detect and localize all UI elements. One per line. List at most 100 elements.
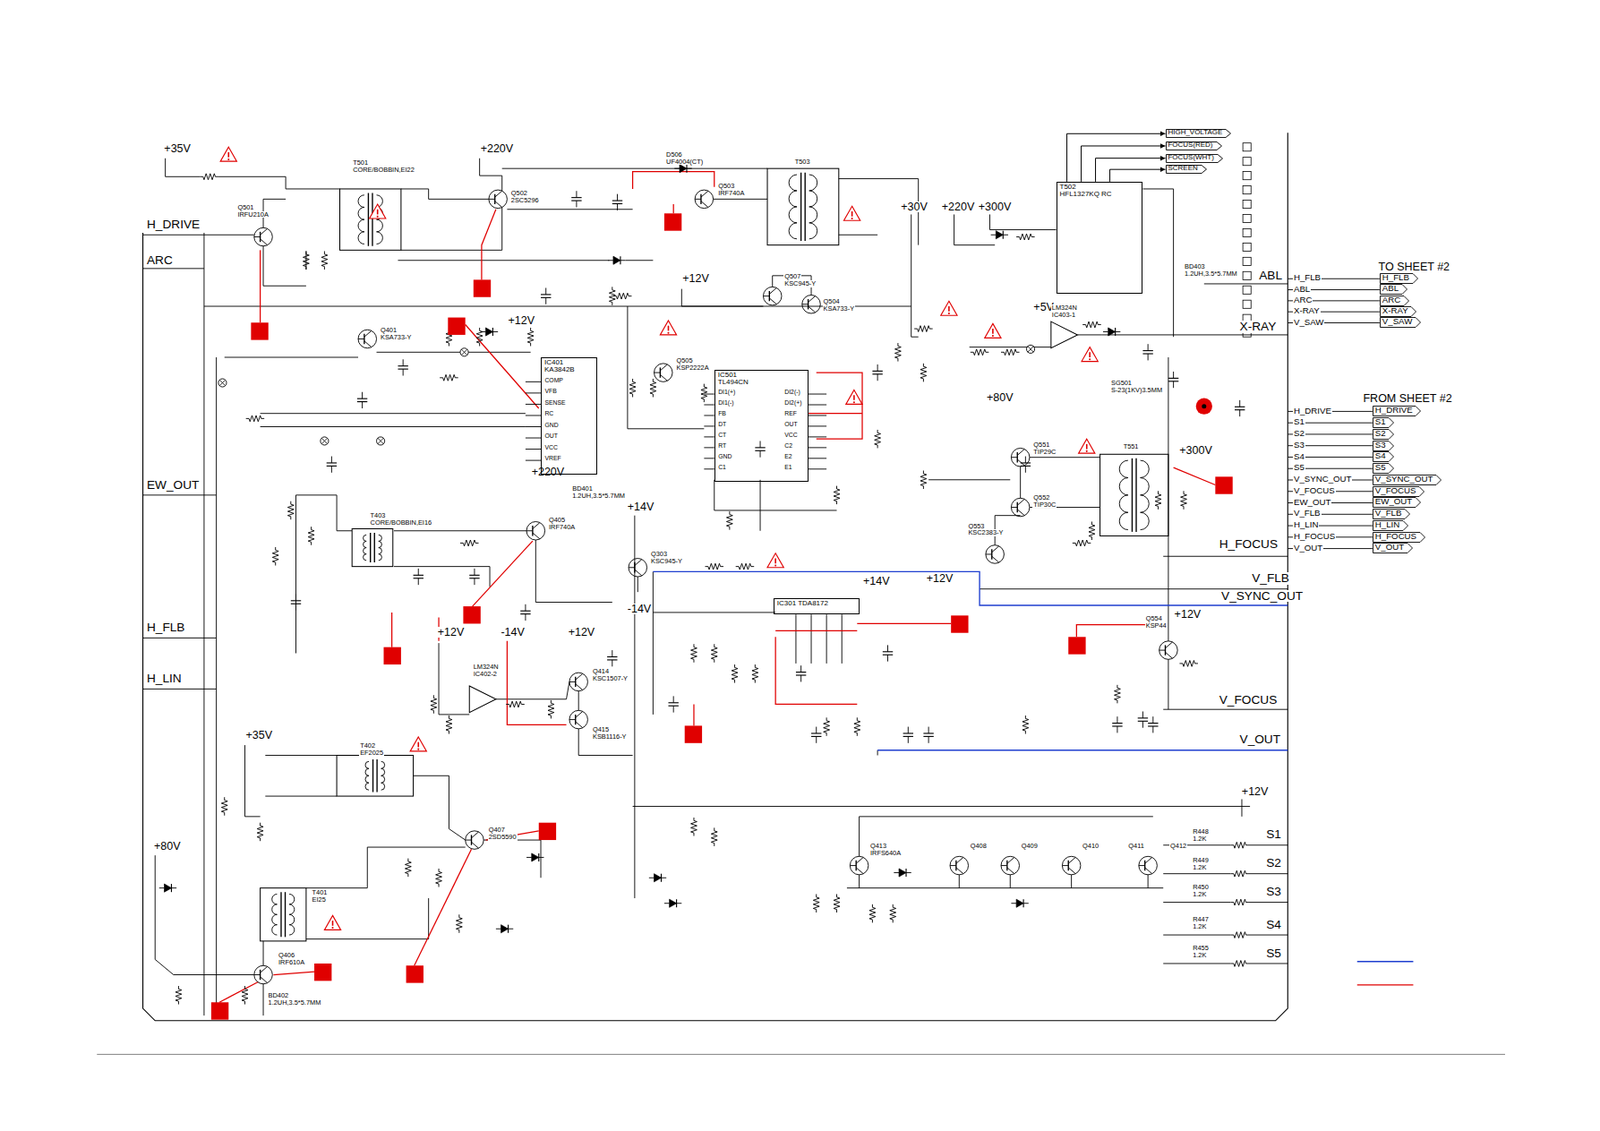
resistor-symbol bbox=[175, 985, 182, 1005]
safety-marker bbox=[950, 615, 968, 633]
port-name: H_FOCUS bbox=[1375, 531, 1418, 541]
lamp-symbol bbox=[320, 436, 329, 445]
part-label: KSP44 bbox=[1145, 622, 1168, 629]
wire bbox=[858, 874, 860, 889]
wire bbox=[1077, 333, 1102, 335]
part-label: Q401 bbox=[379, 326, 398, 334]
port-name: H_FLB bbox=[1382, 273, 1411, 283]
warning-mark bbox=[948, 306, 950, 312]
wire bbox=[1163, 962, 1231, 964]
transistor-symbol bbox=[628, 558, 648, 578]
transformer-coil bbox=[376, 231, 384, 245]
resistor-symbol bbox=[889, 904, 897, 924]
resistor-symbol bbox=[710, 827, 718, 847]
radiation-symbol bbox=[1196, 398, 1213, 415]
part-label: R447 bbox=[1191, 915, 1210, 923]
transformer-core bbox=[374, 532, 376, 563]
voltage-label: +12V bbox=[567, 626, 597, 639]
connector-pin bbox=[1242, 199, 1251, 208]
part-label: 1.2UH,3.5*5.7MM bbox=[1183, 270, 1239, 277]
opamp-symbol bbox=[1051, 321, 1079, 349]
wire bbox=[263, 941, 265, 966]
transistor-symbol bbox=[1001, 855, 1020, 875]
capacitor-lead bbox=[1147, 343, 1149, 351]
lamp-symbol bbox=[460, 348, 469, 357]
resistor-symbol bbox=[705, 563, 725, 570]
part-label: 1.2K bbox=[1191, 864, 1207, 871]
port-name: S3 bbox=[1375, 440, 1387, 450]
resistor-symbol bbox=[1088, 521, 1096, 540]
transistor-lead bbox=[1159, 650, 1166, 651]
voltage-label: +12V bbox=[1240, 786, 1270, 798]
bus-label: V_FOCUS bbox=[1292, 486, 1336, 496]
connector-pin bbox=[1242, 171, 1251, 180]
transistor-symbol bbox=[1010, 447, 1030, 467]
transformer-coil bbox=[358, 206, 365, 220]
warning-mark bbox=[376, 209, 379, 215]
safety-marker bbox=[314, 963, 332, 981]
pin-label: GND bbox=[717, 453, 733, 461]
diode-symbol bbox=[613, 256, 621, 265]
resistor-symbol bbox=[256, 822, 264, 842]
transistor-lead bbox=[1017, 498, 1025, 505]
capacitor-lead bbox=[295, 603, 297, 610]
voltage-label: -14V bbox=[499, 626, 525, 639]
wire bbox=[1240, 798, 1242, 816]
bus-label: H_DRIVE bbox=[1292, 406, 1333, 416]
transformer-core bbox=[376, 759, 377, 792]
transistor-lead bbox=[495, 190, 503, 197]
part-label: EF2025 bbox=[359, 749, 385, 756]
port-name: X-RAY bbox=[1382, 306, 1409, 316]
transformer-coil bbox=[1140, 495, 1150, 513]
port-shape bbox=[1372, 418, 1394, 428]
safety-wire-red bbox=[856, 623, 951, 625]
wire bbox=[652, 611, 776, 613]
port-shape bbox=[1372, 520, 1408, 531]
signal-label: V_OUT bbox=[1239, 733, 1283, 746]
resistor-symbol bbox=[430, 694, 437, 714]
transformer-coil bbox=[809, 206, 818, 223]
pin-stub bbox=[808, 393, 828, 395]
wire bbox=[625, 259, 654, 261]
transformer-core bbox=[1135, 458, 1137, 532]
warning-triangle bbox=[984, 323, 1002, 338]
transistor-symbol bbox=[694, 189, 714, 209]
transformer-coil bbox=[365, 775, 369, 783]
transistor-lead bbox=[575, 710, 583, 718]
capacitor-lead bbox=[418, 568, 420, 575]
signal-label: H_DRIVE bbox=[145, 218, 201, 232]
signal-label: S3 bbox=[1265, 885, 1283, 899]
capacitor-symbol bbox=[1137, 717, 1148, 719]
diode-lead bbox=[526, 856, 532, 858]
transistor-lead bbox=[634, 559, 642, 566]
wire bbox=[633, 515, 635, 899]
part-label: EI25 bbox=[311, 896, 327, 903]
transistor-lead bbox=[1017, 459, 1025, 466]
voltage-label: +300V bbox=[977, 201, 1013, 214]
transistor-symbol bbox=[569, 672, 589, 692]
sheet-port: S2 bbox=[1372, 428, 1395, 440]
pin-label: VCC bbox=[543, 444, 558, 452]
diode-symbol bbox=[501, 924, 509, 933]
resistor-symbol bbox=[199, 173, 219, 180]
resistor-symbol bbox=[221, 796, 228, 816]
resistor-symbol bbox=[1230, 898, 1250, 906]
transistor-lead bbox=[254, 236, 261, 238]
transformer-coil bbox=[1140, 512, 1150, 530]
connector-pin bbox=[1242, 271, 1251, 280]
sheet-port: S1 bbox=[1372, 417, 1395, 428]
safety-marker bbox=[539, 822, 557, 840]
part-label: R455 bbox=[1191, 944, 1210, 951]
capacitor-symbol bbox=[1112, 722, 1122, 724]
transistor-lead bbox=[855, 867, 864, 874]
wire bbox=[295, 495, 297, 654]
capacitor-lead bbox=[473, 568, 475, 575]
part-label: T402 bbox=[359, 742, 377, 749]
part-label: R448 bbox=[1191, 828, 1210, 835]
resistor-symbol bbox=[272, 547, 279, 566]
signal-label: ABL bbox=[1257, 269, 1284, 283]
lamp-cross bbox=[219, 379, 226, 386]
sheet-frame bbox=[143, 132, 1289, 1021]
diode-symbol bbox=[163, 883, 172, 892]
